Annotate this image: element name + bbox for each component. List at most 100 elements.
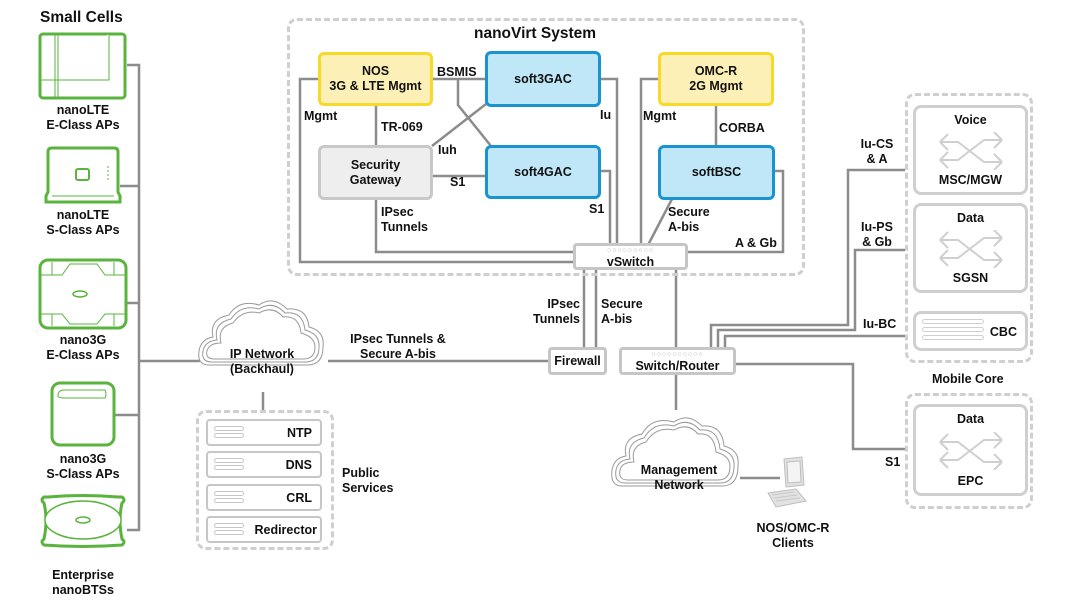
device-label-nanolte-s: nanoLTE S-Class APs [40, 208, 126, 238]
security-gateway-label-line: Gateway [349, 172, 402, 187]
soft4gac-label: soft4GAC [514, 164, 572, 179]
service-label: NTP [287, 425, 312, 440]
vswitch-node[interactable]: ○○○○○○○○○ vSwitch [573, 243, 688, 270]
link-label-line: Secure [601, 297, 643, 311]
link-label-ipsec-firewall: IPsec Tunnels [520, 297, 580, 327]
line-softbsc-secure-abis [645, 198, 674, 248]
core-epc-bottom-label: EPC [957, 474, 984, 488]
management-network-label-line: Management [640, 463, 718, 477]
service-crl[interactable]: CRL [206, 484, 322, 511]
server-icon [214, 523, 244, 537]
server-icon [214, 426, 244, 440]
nanovirt-system-title: nanoVirt System [474, 25, 597, 42]
small-cells-bus-line [127, 63, 141, 532]
management-network-label-line: Network [654, 478, 704, 492]
line-sgw-iuh [431, 103, 487, 147]
switch-router-label: Switch/Router [635, 359, 720, 373]
device-label-line: Enterprise [52, 568, 114, 582]
service-redirector[interactable]: Redirector [206, 516, 322, 543]
link-label-mgmt-nos: Mgmt [304, 109, 338, 123]
link-label-s1-soft4gac: S1 [589, 202, 605, 216]
nos-title: NOS [361, 64, 390, 78]
link-label-backhaul: IPsec Tunnels & Secure A-bis [338, 332, 458, 362]
line-soft3gac-iu [600, 77, 619, 247]
omc-r-subtitle: 2G Mgmt [689, 79, 743, 93]
service-label: CRL [286, 490, 312, 505]
server-icon [922, 319, 984, 340]
link-label-line: Iu-PS [861, 220, 893, 234]
enterprise-nanobts-icon [40, 494, 126, 548]
link-label-line: & A [866, 152, 888, 166]
link-label-secure-abis: Secure A-bis [668, 205, 710, 235]
device-label-line: nanoLTE [56, 103, 110, 117]
core-voice-msc-mgw[interactable]: Voice MSC/MGW [913, 105, 1028, 195]
public-services-label-line: Public [342, 466, 380, 480]
link-label-s1-core: S1 [885, 455, 901, 469]
nanolte-s-class-ap-icon [44, 146, 122, 204]
ip-network-label: IP Network (Backhaul) [212, 347, 312, 377]
switching-arrows-icon [939, 432, 1003, 470]
device-label-line: nano3G [59, 333, 107, 347]
line-bsmis-soft4gac [456, 79, 492, 147]
device-label-nano3g-e: nano3G E-Class APs [40, 333, 126, 363]
link-label-iu-ps: Iu-PS & Gb [855, 220, 899, 250]
nano3g-s-class-ap-icon [50, 381, 116, 447]
service-dns[interactable]: DNS [206, 451, 322, 478]
link-label-line: IPsec Tunnels & [350, 332, 446, 346]
softbsc-node[interactable]: softBSC [658, 145, 775, 200]
clients-label-line: NOS/OMC-R [756, 521, 830, 535]
core-cbc-label: CBC [989, 325, 1017, 339]
service-ntp[interactable]: NTP [206, 419, 322, 446]
device-label-line: nanoBTSs [52, 583, 114, 597]
device-label-nanolte-e: nanoLTE E-Class APs [40, 103, 126, 133]
switching-arrows-icon [939, 230, 1003, 268]
line-iu-bc [723, 334, 905, 348]
management-network-label: Management Network [624, 463, 734, 493]
nanolte-e-class-ap-icon [38, 32, 127, 100]
soft4gac-node[interactable]: soft4GAC [485, 145, 601, 199]
core-sgsn-top-label: Data [956, 211, 985, 225]
switch-router-node[interactable]: ○○○○○○○○○○ Switch/Router [619, 347, 736, 375]
link-label-line: Tunnels [381, 220, 428, 234]
link-label-line: A-bis [601, 312, 633, 326]
switching-arrows-icon [939, 132, 1003, 170]
service-label: DNS [285, 457, 312, 472]
nano3g-e-class-ap-icon [38, 258, 128, 330]
device-label-line: S-Class APs [46, 223, 120, 237]
core-cbc[interactable]: CBC [913, 311, 1028, 351]
public-services-label: Public Services [342, 466, 393, 496]
firewall-node[interactable]: Firewall [548, 347, 607, 375]
link-label-tr069: TR-069 [381, 120, 423, 134]
link-label-line: Secure [668, 205, 710, 219]
link-label-iu-cs: Iu-CS & A [855, 137, 899, 167]
line-iu-cs [709, 168, 905, 348]
soft3gac-node[interactable]: soft3GAC [485, 51, 601, 107]
server-icon [214, 491, 244, 505]
line-softbsc-agb [688, 169, 785, 254]
core-epc-top-label: Data [956, 412, 985, 426]
nanovirt-system-container [287, 18, 805, 276]
public-services-container [196, 410, 334, 550]
line-soft4gac-s1 [600, 169, 612, 247]
core-data-sgsn[interactable]: Data SGSN [913, 203, 1028, 293]
clients-label: NOS/OMC-R Clients [745, 521, 841, 551]
small-cells-title: Small Cells [40, 9, 123, 26]
link-label-iuh: Iuh [438, 143, 457, 157]
link-label-iu-bc: Iu-BC [863, 317, 897, 331]
public-services-label-line: Services [342, 481, 394, 495]
core-data-epc[interactable]: Data EPC [913, 404, 1028, 496]
link-label-line: IPsec [381, 205, 414, 219]
nos-subtitle: 3G & LTE Mgmt [329, 79, 422, 93]
link-label-line: Secure A-bis [360, 347, 436, 361]
link-label-line: & Gb [862, 235, 892, 249]
vswitch-label: vSwitch [606, 255, 655, 269]
device-label-nano3g-s: nano3G S-Class APs [40, 452, 126, 482]
mobile-core-container [905, 93, 1033, 363]
line-iu-ps [716, 248, 905, 348]
management-network-cloud-icon [611, 417, 739, 487]
device-label-enterprise-nanobts: Enterprise nanoBTSs [40, 568, 126, 598]
